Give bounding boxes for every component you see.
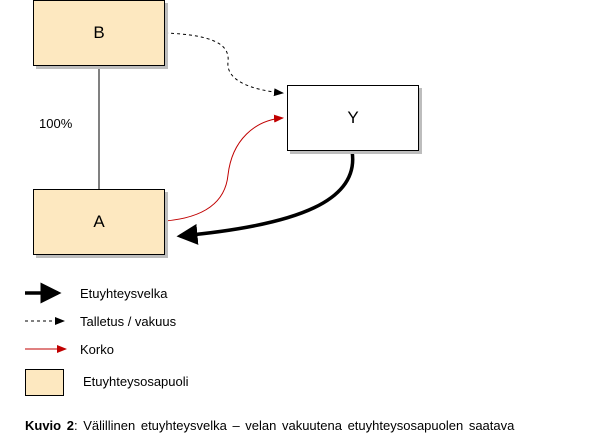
legend-interest-label: Korko xyxy=(80,342,114,357)
ownership-label: 100% xyxy=(39,116,73,131)
caption-text: : Välillinen etuyhteysvelka – velan vaku… xyxy=(73,418,515,433)
figure-caption: Kuvio 2: Välillinen etuyhteysvelka – vel… xyxy=(25,418,514,433)
node-y-label: Y xyxy=(347,108,359,127)
legend-debt-label: Etuyhteysvelka xyxy=(80,286,168,301)
legend-deposit-label: Talletus / vakuus xyxy=(80,314,177,329)
node-a-label: A xyxy=(93,212,105,231)
legend-related-party-label: Etuyhteysosapuoli xyxy=(83,374,189,389)
debt-arrow xyxy=(176,150,355,245)
node-y: Y xyxy=(287,85,419,151)
node-a: A xyxy=(33,189,165,255)
deposit-arrow xyxy=(164,32,284,97)
legend-related-party-swatch xyxy=(25,369,64,396)
node-b: B xyxy=(33,0,165,66)
caption-label: Kuvio 2 xyxy=(25,418,74,433)
node-b-label: B xyxy=(93,23,105,42)
interest-arrow xyxy=(164,114,284,222)
